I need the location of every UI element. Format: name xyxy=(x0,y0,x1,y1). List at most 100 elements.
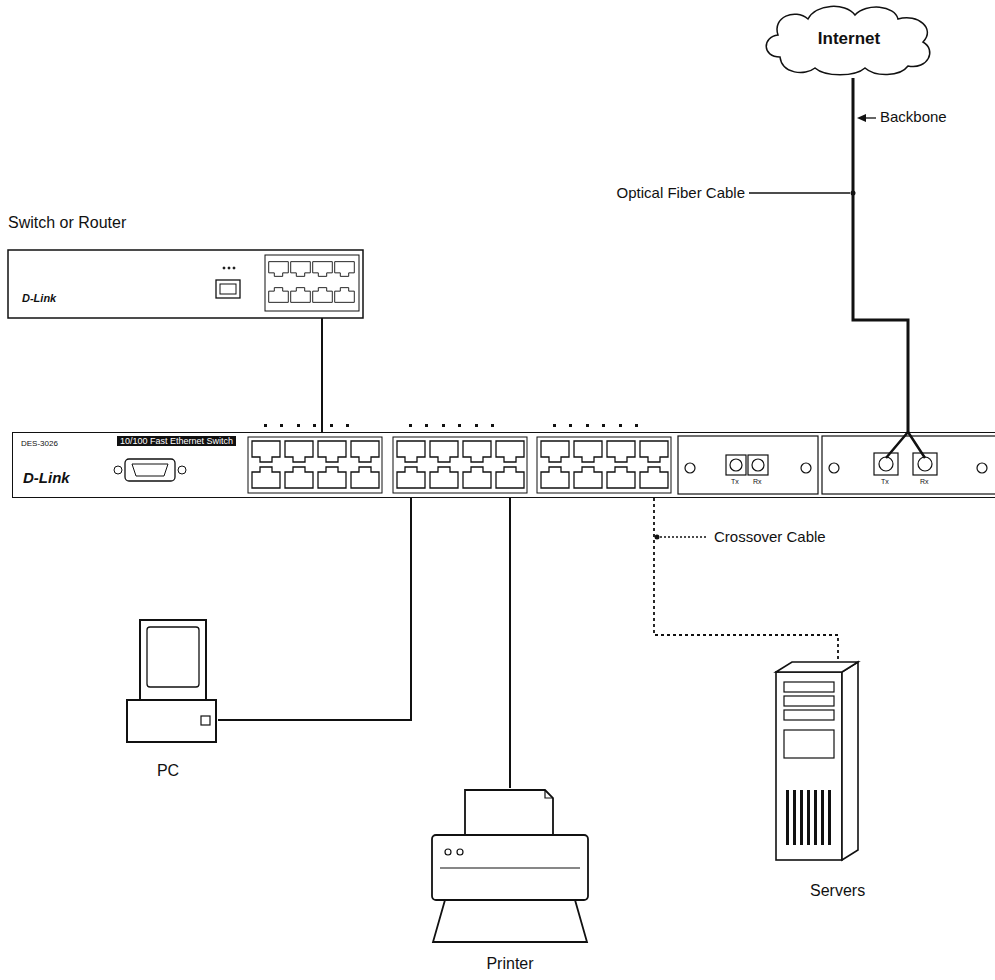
optical-fiber-cable xyxy=(853,78,908,432)
switch-front-panel xyxy=(537,437,671,493)
rj45-ports xyxy=(335,262,355,277)
switch-front-panel xyxy=(879,457,893,471)
callout-leaders xyxy=(660,536,708,537)
switch-front-panel xyxy=(125,459,175,481)
server-illustration xyxy=(842,662,858,860)
server-illustration xyxy=(784,730,834,758)
server-illustration xyxy=(800,790,803,845)
status-leds xyxy=(425,424,428,427)
model-number: DES-3026 xyxy=(21,439,58,448)
device-label: Servers xyxy=(810,882,865,900)
network-cable xyxy=(509,498,511,788)
callout-leaders xyxy=(749,192,850,193)
rj45-ports xyxy=(318,441,346,462)
switch-router-housing xyxy=(228,267,230,269)
callout-label: Backbone xyxy=(880,108,947,125)
status-leds xyxy=(297,424,300,427)
server-illustration xyxy=(776,662,858,860)
rj45-ports xyxy=(496,467,524,488)
callout-leaders xyxy=(655,535,660,540)
switch-front-panel xyxy=(178,466,186,474)
rj45-ports xyxy=(313,288,333,303)
status-leds xyxy=(264,424,638,427)
rj45-ports xyxy=(269,262,289,277)
status-leds xyxy=(602,424,605,427)
status-leds xyxy=(569,424,572,427)
port-label: Tx xyxy=(881,478,889,486)
server-illustration xyxy=(786,790,789,845)
status-leds xyxy=(553,424,556,427)
model-banner: 10/100 Fast Ethernet Switch xyxy=(117,436,236,446)
main-switch: DES-3026 10/100 Fast Ethernet SwitchD-Lin… xyxy=(12,432,995,498)
brand-logo: D-Link xyxy=(23,469,70,486)
port-label: Rx xyxy=(920,478,929,486)
internet-cloud: Internet xyxy=(760,2,940,78)
status-leds xyxy=(442,424,445,427)
callout-label: Crossover Cable xyxy=(714,528,826,545)
rj45-ports xyxy=(397,467,425,488)
network-cable xyxy=(218,498,411,720)
server: Servers xyxy=(770,662,870,902)
server-illustration xyxy=(793,790,796,845)
switch-router: Switch or RouterD-Link xyxy=(8,212,363,318)
switch-front-panel xyxy=(726,455,746,475)
rj45-ports xyxy=(269,262,355,303)
status-leds xyxy=(280,424,283,427)
rj45-ports xyxy=(574,467,602,488)
switch-front-panel xyxy=(678,436,818,494)
printer-illustration xyxy=(440,867,580,868)
rj45-ports xyxy=(463,441,491,462)
rj45-ports xyxy=(430,441,458,462)
device-label: PC xyxy=(120,762,216,780)
status-leds xyxy=(409,424,412,427)
printer-illustration xyxy=(457,849,463,855)
device-label: Printer xyxy=(425,955,595,973)
switch-router-housing xyxy=(216,280,240,298)
switch-front-panel xyxy=(730,459,742,471)
switch-front-panel xyxy=(685,463,695,473)
server-illustration xyxy=(828,790,831,845)
rj45-ports xyxy=(269,288,289,303)
switch-router-housing xyxy=(223,267,225,269)
callout-leaders xyxy=(655,114,877,540)
server-illustration xyxy=(807,790,810,845)
pc-illustration xyxy=(201,716,210,725)
printer-illustration xyxy=(433,900,587,942)
switch-front-panel xyxy=(248,437,382,493)
server-illustration xyxy=(776,662,858,672)
switch-front-panel xyxy=(829,463,839,473)
status-leds xyxy=(491,424,494,427)
server-illustration xyxy=(784,682,834,692)
printer: Printer xyxy=(425,788,597,975)
switch-front-panel xyxy=(748,455,768,475)
pc-illustration xyxy=(140,620,206,700)
switch-front-panel xyxy=(918,457,932,471)
status-leds xyxy=(346,424,349,427)
rj45-ports xyxy=(496,441,524,462)
rj45-ports xyxy=(640,441,668,462)
port-label: Tx xyxy=(731,478,739,486)
rj45-ports xyxy=(351,467,379,488)
callout-leaders xyxy=(857,114,866,122)
rj45-ports xyxy=(351,441,379,462)
pc-computer: PC xyxy=(120,612,218,782)
rj45-ports xyxy=(285,441,313,462)
rj45-ports xyxy=(640,467,668,488)
status-leds xyxy=(264,424,267,427)
server-illustration xyxy=(784,710,834,720)
rj45-ports xyxy=(607,467,635,488)
rj45-ports xyxy=(541,441,569,462)
printer-illustration xyxy=(432,835,588,900)
rj45-ports xyxy=(285,467,313,488)
status-leds xyxy=(475,424,478,427)
rj45-ports xyxy=(574,441,602,462)
rj45-ports xyxy=(252,441,668,488)
switch-front-panel xyxy=(132,464,168,476)
switch-front-panel xyxy=(114,432,995,494)
pc-illustration xyxy=(147,627,199,687)
server-illustration xyxy=(786,790,831,845)
switch-front-panel xyxy=(801,463,811,473)
switch-router-housing xyxy=(220,284,236,294)
